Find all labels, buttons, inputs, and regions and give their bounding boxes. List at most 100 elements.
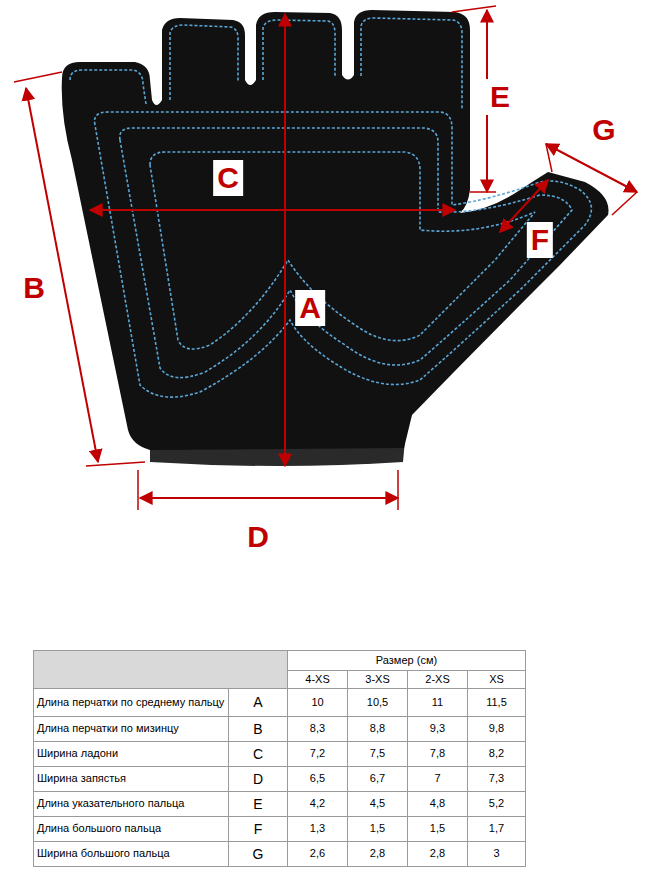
table-text: 8,2 bbox=[489, 747, 504, 760]
size-value: 10 bbox=[287, 688, 348, 717]
table-text: 5,2 bbox=[489, 797, 504, 810]
table-text: 1,5 bbox=[370, 822, 385, 835]
row-name: Ширина запястья bbox=[33, 766, 229, 792]
size-value: 6,5 bbox=[287, 766, 348, 792]
size-value: 8,3 bbox=[287, 716, 348, 742]
table-text: 7 bbox=[434, 772, 440, 785]
size-header: XS bbox=[467, 670, 526, 689]
dimension-letter: E bbox=[486, 79, 514, 115]
size-value: 8,8 bbox=[347, 716, 408, 742]
table-text: 7,2 bbox=[310, 747, 325, 760]
table-text: 2,8 bbox=[370, 847, 385, 860]
table-text: 4,2 bbox=[310, 797, 325, 810]
row-name: Длина перчатки по мизинцу bbox=[33, 716, 229, 742]
dimension-letter: A bbox=[295, 290, 325, 326]
size-header: 2-XS bbox=[407, 670, 468, 689]
table-text: 1,3 bbox=[310, 822, 325, 835]
table-text: XS bbox=[489, 673, 504, 686]
size-value: 1,3 bbox=[287, 816, 348, 842]
dimension-letter: B bbox=[19, 270, 49, 306]
table-text: Длина указательного пальца bbox=[37, 797, 184, 810]
table-text: Ширина ладони bbox=[37, 747, 118, 760]
size-value: 9,3 bbox=[407, 716, 468, 742]
table-text: F bbox=[254, 821, 263, 838]
size-value: 1,7 bbox=[467, 816, 526, 842]
size-value: 2,8 bbox=[347, 841, 408, 867]
table-text: 6,5 bbox=[310, 772, 325, 785]
table-text: 4,8 bbox=[430, 797, 445, 810]
table-header-blank bbox=[33, 650, 288, 689]
glove-stitching bbox=[70, 18, 591, 397]
table-text: 11,5 bbox=[486, 696, 507, 709]
table-text: 2,8 bbox=[430, 847, 445, 860]
table-text: 2-XS bbox=[425, 673, 449, 686]
table-text: 10 bbox=[311, 696, 323, 709]
row-name: Длина перчатки по среднему пальцу bbox=[33, 688, 229, 717]
row-letter: F bbox=[228, 816, 288, 842]
table-text: Длина перчатки по мизинцу bbox=[37, 722, 179, 735]
row-letter: G bbox=[228, 841, 288, 867]
table-text: 7,8 bbox=[430, 747, 445, 760]
row-letter: B bbox=[228, 716, 288, 742]
table-text: 3-XS bbox=[365, 673, 389, 686]
size-value: 7,2 bbox=[287, 741, 348, 767]
size-value: 10,5 bbox=[347, 688, 408, 717]
table-text: 3 bbox=[493, 847, 499, 860]
table-text: 11 bbox=[432, 696, 443, 709]
dimension-letter: C bbox=[213, 160, 243, 196]
size-header: 4-XS bbox=[287, 670, 348, 689]
row-letter: D bbox=[228, 766, 288, 792]
table-text: C bbox=[253, 746, 263, 763]
row-letter: A bbox=[228, 688, 288, 717]
table-text: Длина большого пальца bbox=[37, 822, 161, 835]
size-value: 8,2 bbox=[467, 741, 526, 767]
size-value: 7 bbox=[407, 766, 468, 792]
table-text: 1,5 bbox=[430, 822, 445, 835]
size-value: 11 bbox=[407, 688, 468, 717]
table-text: 4,5 bbox=[370, 797, 385, 810]
table-text: B bbox=[253, 721, 262, 738]
table-text: 9,8 bbox=[489, 722, 504, 735]
row-name: Длина большого пальца bbox=[33, 816, 229, 842]
size-value: 4,2 bbox=[287, 791, 348, 817]
size-value: 11,5 bbox=[467, 688, 526, 717]
table-text: 2,6 bbox=[310, 847, 325, 860]
size-value: 2,8 bbox=[407, 841, 468, 867]
glove-body bbox=[62, 10, 609, 450]
table-text: Длина перчатки по среднему пальцу bbox=[37, 696, 224, 709]
table-text: 7,3 bbox=[489, 772, 504, 785]
table-header: Размер (см) bbox=[287, 650, 526, 671]
table-text: G bbox=[253, 846, 264, 863]
table-text: 10,5 bbox=[367, 696, 388, 709]
table-text: 9,3 bbox=[430, 722, 445, 735]
table-text: 7,5 bbox=[370, 747, 385, 760]
dimension-letter: G bbox=[588, 112, 619, 148]
table-text: Размер (см) bbox=[376, 654, 437, 667]
size-value: 9,8 bbox=[467, 716, 526, 742]
size-value: 1,5 bbox=[347, 816, 408, 842]
row-name: Длина указательного пальца bbox=[33, 791, 229, 817]
table-text: Ширина запястья bbox=[37, 772, 126, 785]
row-letter: C bbox=[228, 741, 288, 767]
size-value: 1,5 bbox=[407, 816, 468, 842]
size-value: 2,6 bbox=[287, 841, 348, 867]
row-name: Ширина ладони bbox=[33, 741, 229, 767]
size-value: 3 bbox=[467, 841, 526, 867]
size-value: 4,5 bbox=[347, 791, 408, 817]
table-text: A bbox=[253, 694, 262, 711]
size-header: 3-XS bbox=[347, 670, 408, 689]
size-value: 5,2 bbox=[467, 791, 526, 817]
table-text: Ширина большого пальца bbox=[37, 847, 170, 860]
table-text: 1,7 bbox=[489, 822, 504, 835]
size-value: 4,8 bbox=[407, 791, 468, 817]
table-text: 8,8 bbox=[370, 722, 385, 735]
table-text: E bbox=[253, 796, 262, 813]
dimension-letter: F bbox=[527, 222, 553, 258]
size-value: 7,3 bbox=[467, 766, 526, 792]
size-value: 7,5 bbox=[347, 741, 408, 767]
dimension-lines bbox=[14, 6, 637, 510]
size-value: 6,7 bbox=[347, 766, 408, 792]
row-letter: E bbox=[228, 791, 288, 817]
table-text: D bbox=[253, 771, 263, 788]
row-name: Ширина большого пальца bbox=[33, 841, 229, 867]
